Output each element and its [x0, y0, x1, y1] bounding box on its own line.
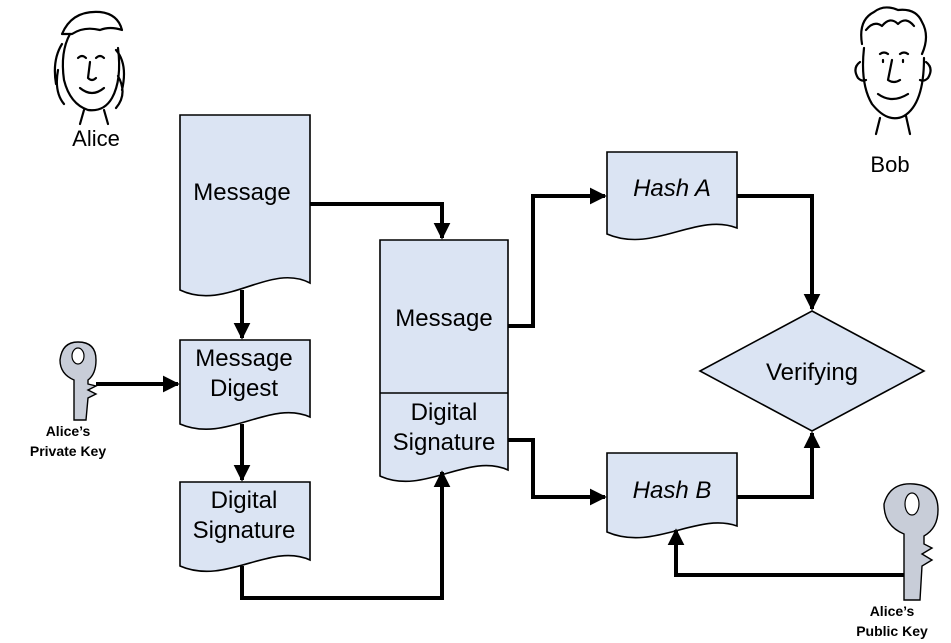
public-key-label-line2: Public Key	[856, 623, 928, 639]
private-key-label-line1: Alice’s	[46, 423, 91, 439]
hash-a-document: Hash A	[606, 151, 738, 241]
alice-face-icon	[53, 10, 126, 126]
arrow-message-to-signed	[310, 202, 451, 240]
signed-signature-label-line1: Digital	[411, 399, 478, 426]
signed-signature-label-line2: Signature	[393, 429, 496, 456]
alice-label: Alice	[72, 126, 120, 151]
message-digest-document: Message Digest	[179, 339, 311, 430]
verifying-decision: Verifying	[698, 310, 926, 432]
bob-face-icon	[854, 6, 932, 136]
arrow-signed-message-to-hash-a	[508, 187, 607, 328]
connectors	[96, 187, 904, 600]
verifying-label: Verifying	[766, 359, 858, 386]
arrow-hash-b-to-verifying	[737, 431, 821, 499]
bob-label: Bob	[870, 152, 909, 177]
arrow-signed-signature-to-hash-b	[508, 438, 607, 506]
signed-message-document: Message Digital Signature	[379, 239, 509, 482]
hash-b-label: Hash B	[633, 477, 712, 504]
signed-message-label: Message	[395, 305, 492, 332]
digital-signature-label-line1: Digital	[211, 487, 278, 514]
arrow-public-key-to-hash-b	[667, 528, 904, 577]
arrow-signature-to-signed	[240, 470, 451, 600]
hash-a-label: Hash A	[633, 175, 711, 202]
arrow-hash-a-to-verifying	[737, 194, 821, 311]
message-document: Message	[179, 114, 311, 297]
message-document-label: Message	[193, 179, 290, 206]
private-key-label-line2: Private Key	[30, 443, 106, 459]
message-digest-label-line1: Message	[195, 345, 292, 372]
private-key-icon	[59, 341, 99, 421]
hash-b-document: Hash B	[606, 452, 738, 539]
digital-signature-document: Digital Signature	[179, 481, 311, 572]
message-digest-label-line2: Digest	[210, 375, 278, 402]
public-key-label-line1: Alice’s	[870, 603, 915, 619]
digital-signature-label-line2: Signature	[193, 517, 296, 544]
public-key-icon	[883, 483, 939, 601]
